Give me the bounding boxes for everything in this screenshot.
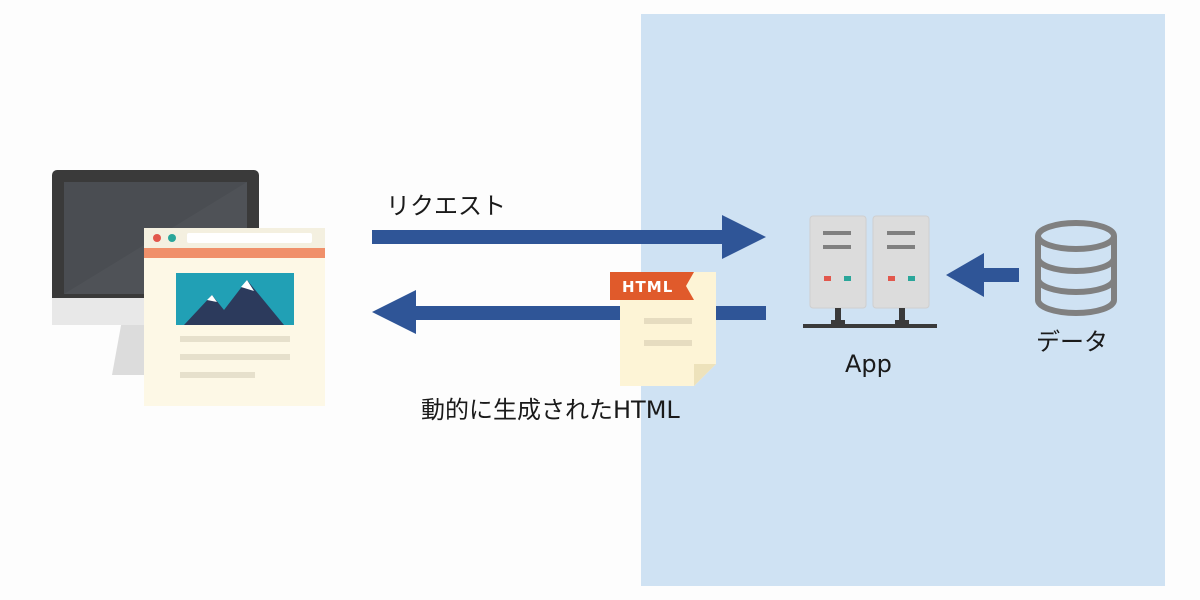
response-label: 動的に生成されたHTML bbox=[421, 396, 680, 424]
computer-monitor-icon bbox=[52, 170, 342, 415]
html-document-icon bbox=[606, 268, 721, 388]
request-arrow bbox=[372, 215, 768, 259]
browser-window-icon bbox=[144, 228, 325, 406]
server-rack-icon bbox=[803, 214, 938, 334]
html-badge-label: HTML bbox=[622, 278, 674, 296]
request-label: リクエスト bbox=[386, 192, 506, 220]
app-label: App bbox=[845, 350, 892, 378]
database-icon bbox=[1030, 218, 1122, 320]
data-label: データ bbox=[1036, 328, 1108, 356]
data-arrow bbox=[946, 253, 1020, 297]
